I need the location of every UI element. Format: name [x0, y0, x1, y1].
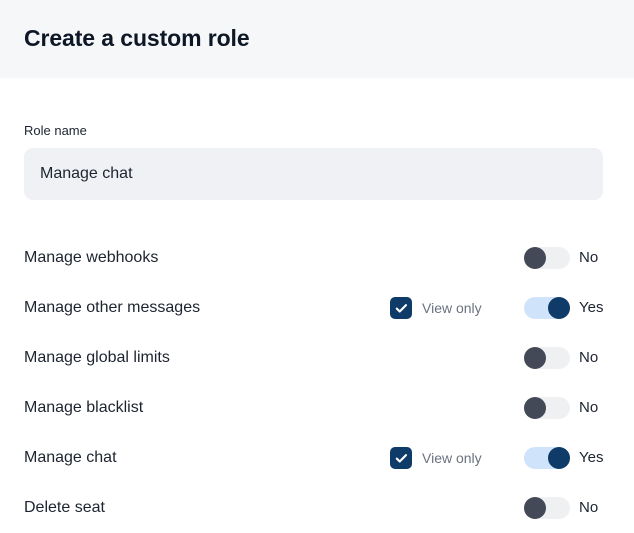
- permission-toggle-group[interactable]: No: [524, 497, 598, 519]
- permission-toggle[interactable]: [524, 247, 570, 269]
- role-name-input[interactable]: [24, 148, 603, 200]
- permission-label: Manage global limits: [24, 349, 170, 366]
- permission-row: Manage other messages View only Yes: [0, 283, 634, 333]
- permission-label: Manage webhooks: [24, 249, 159, 266]
- permission-row: Delete seat No: [0, 483, 634, 533]
- toggle-state-label: Yes: [579, 299, 604, 316]
- permission-toggle-group[interactable]: Yes: [524, 297, 603, 319]
- view-only-label: View only: [422, 450, 482, 466]
- toggle-knob: [524, 347, 546, 369]
- view-only-group[interactable]: View only: [390, 297, 482, 319]
- permission-label: Manage other messages: [24, 299, 201, 316]
- permission-toggle[interactable]: [524, 297, 570, 319]
- checkmark-icon: [395, 453, 407, 463]
- checkmark-icon: [395, 303, 407, 313]
- permission-row: Manage global limits No: [0, 333, 634, 383]
- view-only-checkbox[interactable]: [390, 297, 412, 319]
- view-only-label: View only: [422, 300, 482, 316]
- view-only-group[interactable]: View only: [390, 447, 482, 469]
- permission-toggle-group[interactable]: No: [524, 397, 598, 419]
- dialog-header: Create a custom role: [0, 0, 634, 78]
- toggle-knob: [524, 397, 546, 419]
- toggle-state-label: No: [579, 499, 599, 516]
- permission-row: Manage blacklist No: [0, 383, 634, 433]
- toggle-state-label: No: [579, 249, 599, 266]
- permission-toggle[interactable]: [524, 447, 570, 469]
- toggle-knob: [548, 297, 570, 319]
- permission-toggle-group[interactable]: No: [524, 347, 598, 369]
- permission-toggle[interactable]: [524, 397, 570, 419]
- permission-toggle[interactable]: [524, 347, 570, 369]
- toggle-knob: [548, 447, 570, 469]
- role-name-label: Role name: [24, 123, 87, 138]
- permissions-list: Manage webhooks No Manage other messages: [0, 233, 634, 533]
- permission-row: Manage webhooks No: [0, 233, 634, 283]
- permission-toggle-group[interactable]: Yes: [524, 447, 603, 469]
- permission-label: Manage blacklist: [24, 399, 144, 416]
- toggle-state-label: No: [579, 349, 599, 366]
- permission-toggle[interactable]: [524, 497, 570, 519]
- toggle-state-label: Yes: [579, 449, 604, 466]
- page-title: Create a custom role: [24, 25, 250, 51]
- permission-label: Manage chat: [24, 449, 117, 466]
- toggle-knob: [524, 247, 546, 269]
- toggle-knob: [524, 497, 546, 519]
- permission-label: Delete seat: [24, 499, 105, 516]
- permission-row: Manage chat View only Yes: [0, 433, 634, 483]
- view-only-checkbox[interactable]: [390, 447, 412, 469]
- permission-toggle-group[interactable]: No: [524, 247, 598, 269]
- toggle-state-label: No: [579, 399, 599, 416]
